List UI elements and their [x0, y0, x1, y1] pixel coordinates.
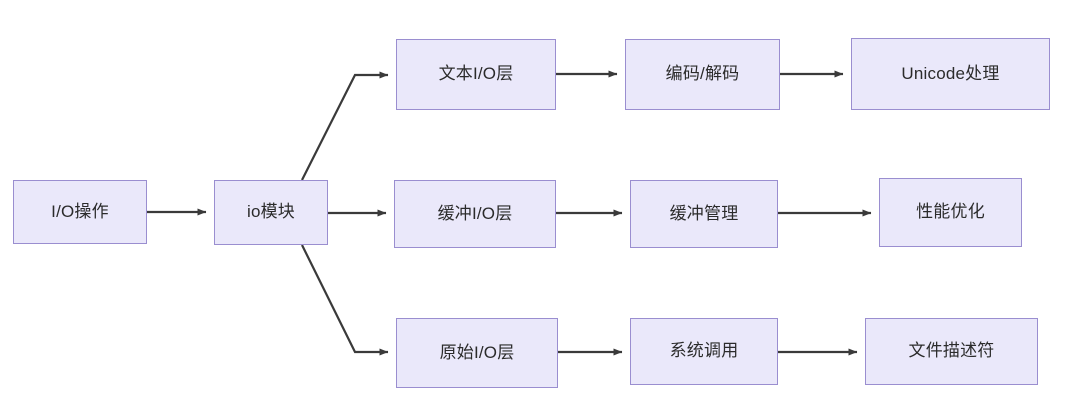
node-encode-decode[interactable]: 编码/解码 — [625, 39, 780, 110]
node-performance-opt[interactable]: 性能优化 — [879, 178, 1022, 247]
node-buffer-manage[interactable]: 缓冲管理 — [630, 180, 778, 248]
node-label-text-io-layer: 文本I/O层 — [438, 64, 514, 84]
node-io-operation[interactable]: I/O操作 — [13, 180, 147, 244]
node-unicode-handle[interactable]: Unicode处理 — [851, 38, 1050, 110]
node-label-io-operation: I/O操作 — [51, 201, 109, 221]
node-label-io-module: io模块 — [246, 202, 296, 222]
node-label-buffered-io-layer: 缓冲I/O层 — [437, 203, 513, 223]
node-label-buffer-manage: 缓冲管理 — [669, 203, 739, 223]
edge-io-module-to-text-io-layer — [301, 71, 389, 181]
node-label-unicode-handle: Unicode处理 — [901, 63, 1000, 83]
node-label-encode-decode: 编码/解码 — [665, 64, 740, 84]
node-text-io-layer[interactable]: 文本I/O层 — [396, 39, 556, 110]
node-label-system-call: 系统调用 — [669, 341, 739, 361]
node-raw-io-layer[interactable]: 原始I/O层 — [396, 318, 558, 388]
node-io-module[interactable]: io模块 — [214, 180, 328, 245]
node-file-descriptor[interactable]: 文件描述符 — [865, 318, 1038, 385]
node-label-file-descriptor: 文件描述符 — [908, 341, 995, 361]
node-buffered-io-layer[interactable]: 缓冲I/O层 — [394, 180, 556, 248]
node-system-call[interactable]: 系统调用 — [630, 318, 778, 385]
node-label-performance-opt: 性能优化 — [916, 202, 985, 222]
edge-io-module-to-raw-io-layer — [301, 244, 389, 356]
node-label-raw-io-layer: 原始I/O层 — [439, 342, 515, 362]
